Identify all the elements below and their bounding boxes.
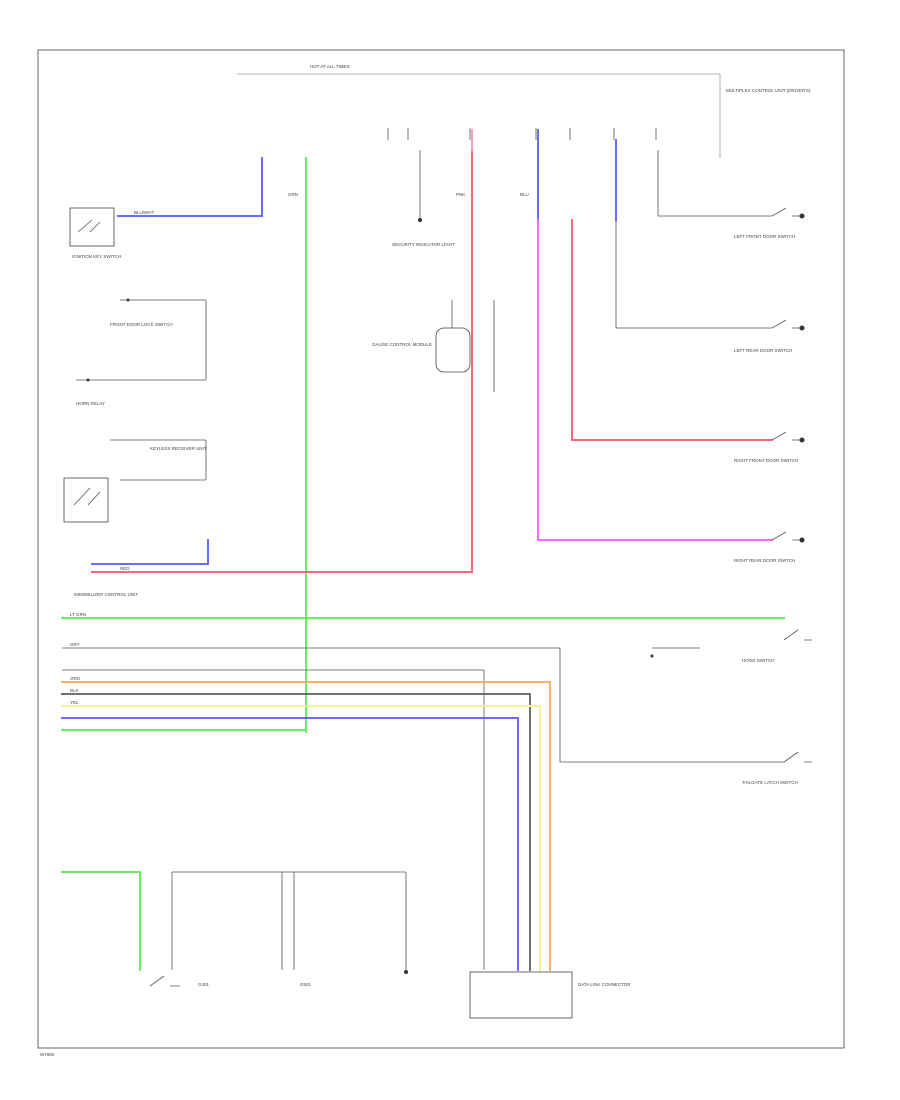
ignition-key-switch-label: IGNITION KEY SWITCH — [72, 254, 121, 259]
keyless-receiver: KEYLESS RECEIVER UNIT — [63, 439, 207, 523]
ground-g501-label: G501 — [300, 982, 312, 987]
bottom-switch-icon — [149, 975, 180, 987]
wire-label-gry: GRY — [70, 642, 80, 647]
data-link-connector — [469, 971, 573, 1019]
front-door-lock-switch-label: FRONT DOOR LOCK SWITCH — [110, 322, 173, 327]
data-link-connector-label: DATA LINK CONNECTOR — [578, 982, 631, 987]
left-front-door-switch: LEFT FRONT DOOR SWITCH — [734, 207, 805, 239]
mcu-label: MULTIPLEX CONTROL UNIT (DRIVER'S) — [726, 88, 811, 93]
wire-label-blu: BLU — [520, 192, 529, 197]
right-front-door-switch: RIGHT FRONT DOOR SWITCH — [734, 431, 805, 463]
diagram-frame — [37, 49, 845, 1049]
gauge-control-module — [435, 327, 471, 373]
wire-magenta-right — [537, 219, 773, 541]
left-rear-door-switch-label: LEFT REAR DOOR SWITCH — [734, 348, 792, 353]
wire-blk-left-front — [657, 150, 772, 217]
wire-label-org: ORG — [70, 676, 81, 681]
right-rear-door-switch: RIGHT REAR DOOR SWITCH — [734, 531, 805, 563]
tailgate-latch-switch-label: TAILGATE LATCH SWITCH — [742, 780, 798, 785]
wire-blu-bundle — [61, 717, 519, 971]
top-connector-pins — [387, 128, 657, 140]
switch-icon — [77, 219, 101, 233]
keyless-receiver-box — [63, 477, 109, 523]
wire-yel-bundle — [61, 705, 541, 971]
wire-wht-bundle — [62, 669, 485, 970]
right-front-door-switch-label: RIGHT FRONT DOOR SWITCH — [734, 458, 798, 463]
small-indicator — [650, 647, 700, 658]
horn-relay-label: HORN RELAY — [76, 401, 105, 406]
security-indicator-label: SECURITY INDICATOR LIGHT — [392, 242, 455, 247]
wire-gray-left-rear — [615, 220, 772, 329]
fuse-label: HOT AT ALL TIMES — [310, 64, 350, 69]
hood-switch-label: HOOD SWITCH — [742, 658, 775, 663]
ignition-key-switch — [69, 207, 115, 247]
wire-label-pnk: PNK — [456, 192, 465, 197]
wire-label-blk: BLK — [70, 688, 79, 693]
wire-blu-lower-left — [91, 539, 209, 565]
security-indicator-dot — [418, 218, 422, 222]
relay-coil-icon — [73, 487, 101, 506]
tailgate-latch-switch: TAILGATE LATCH SWITCH — [742, 751, 812, 785]
hood-switch: HOOD SWITCH — [742, 629, 812, 663]
keyless-receiver-label: KEYLESS RECEIVER UNIT — [150, 446, 207, 451]
wire-red-left — [91, 137, 473, 573]
immobilizer-label: IMMOBILIZER CONTROL UNIT — [74, 592, 138, 597]
wire-label-blu-wht: BLU/WHT — [134, 210, 155, 215]
left-front-door-switch-label: LEFT FRONT DOOR SWITCH — [734, 234, 795, 239]
wire-grn-bottom — [61, 871, 141, 971]
ground-g401-label: G401 — [198, 982, 210, 987]
gauge-control-module-label: GAUGE CONTROL MODULE — [372, 342, 432, 347]
right-rear-door-switch-label: RIGHT REAR DOOR SWITCH — [734, 558, 795, 563]
front-door-lock-switch: FRONT DOOR LOCK SWITCH — [110, 298, 207, 380]
wire-label-grn: GRN — [288, 192, 298, 197]
wire-label-yel: YEL — [70, 700, 79, 705]
wire-blu-wht-upper — [117, 157, 263, 217]
left-rear-door-switch: LEFT REAR DOOR SWITCH — [734, 319, 805, 353]
wire-gry-hood — [62, 647, 784, 763]
wire-label-lt-grn: LT GRN — [70, 612, 86, 617]
footer-code: W7880 — [40, 1052, 55, 1057]
wire-red-right — [571, 219, 773, 441]
wire-label-red: RED — [120, 566, 130, 571]
ground-dot — [404, 970, 408, 974]
horn-relay: HORN RELAY — [76, 378, 206, 406]
wire-blk-bundle — [61, 693, 531, 971]
wire-org-bundle — [61, 681, 551, 971]
